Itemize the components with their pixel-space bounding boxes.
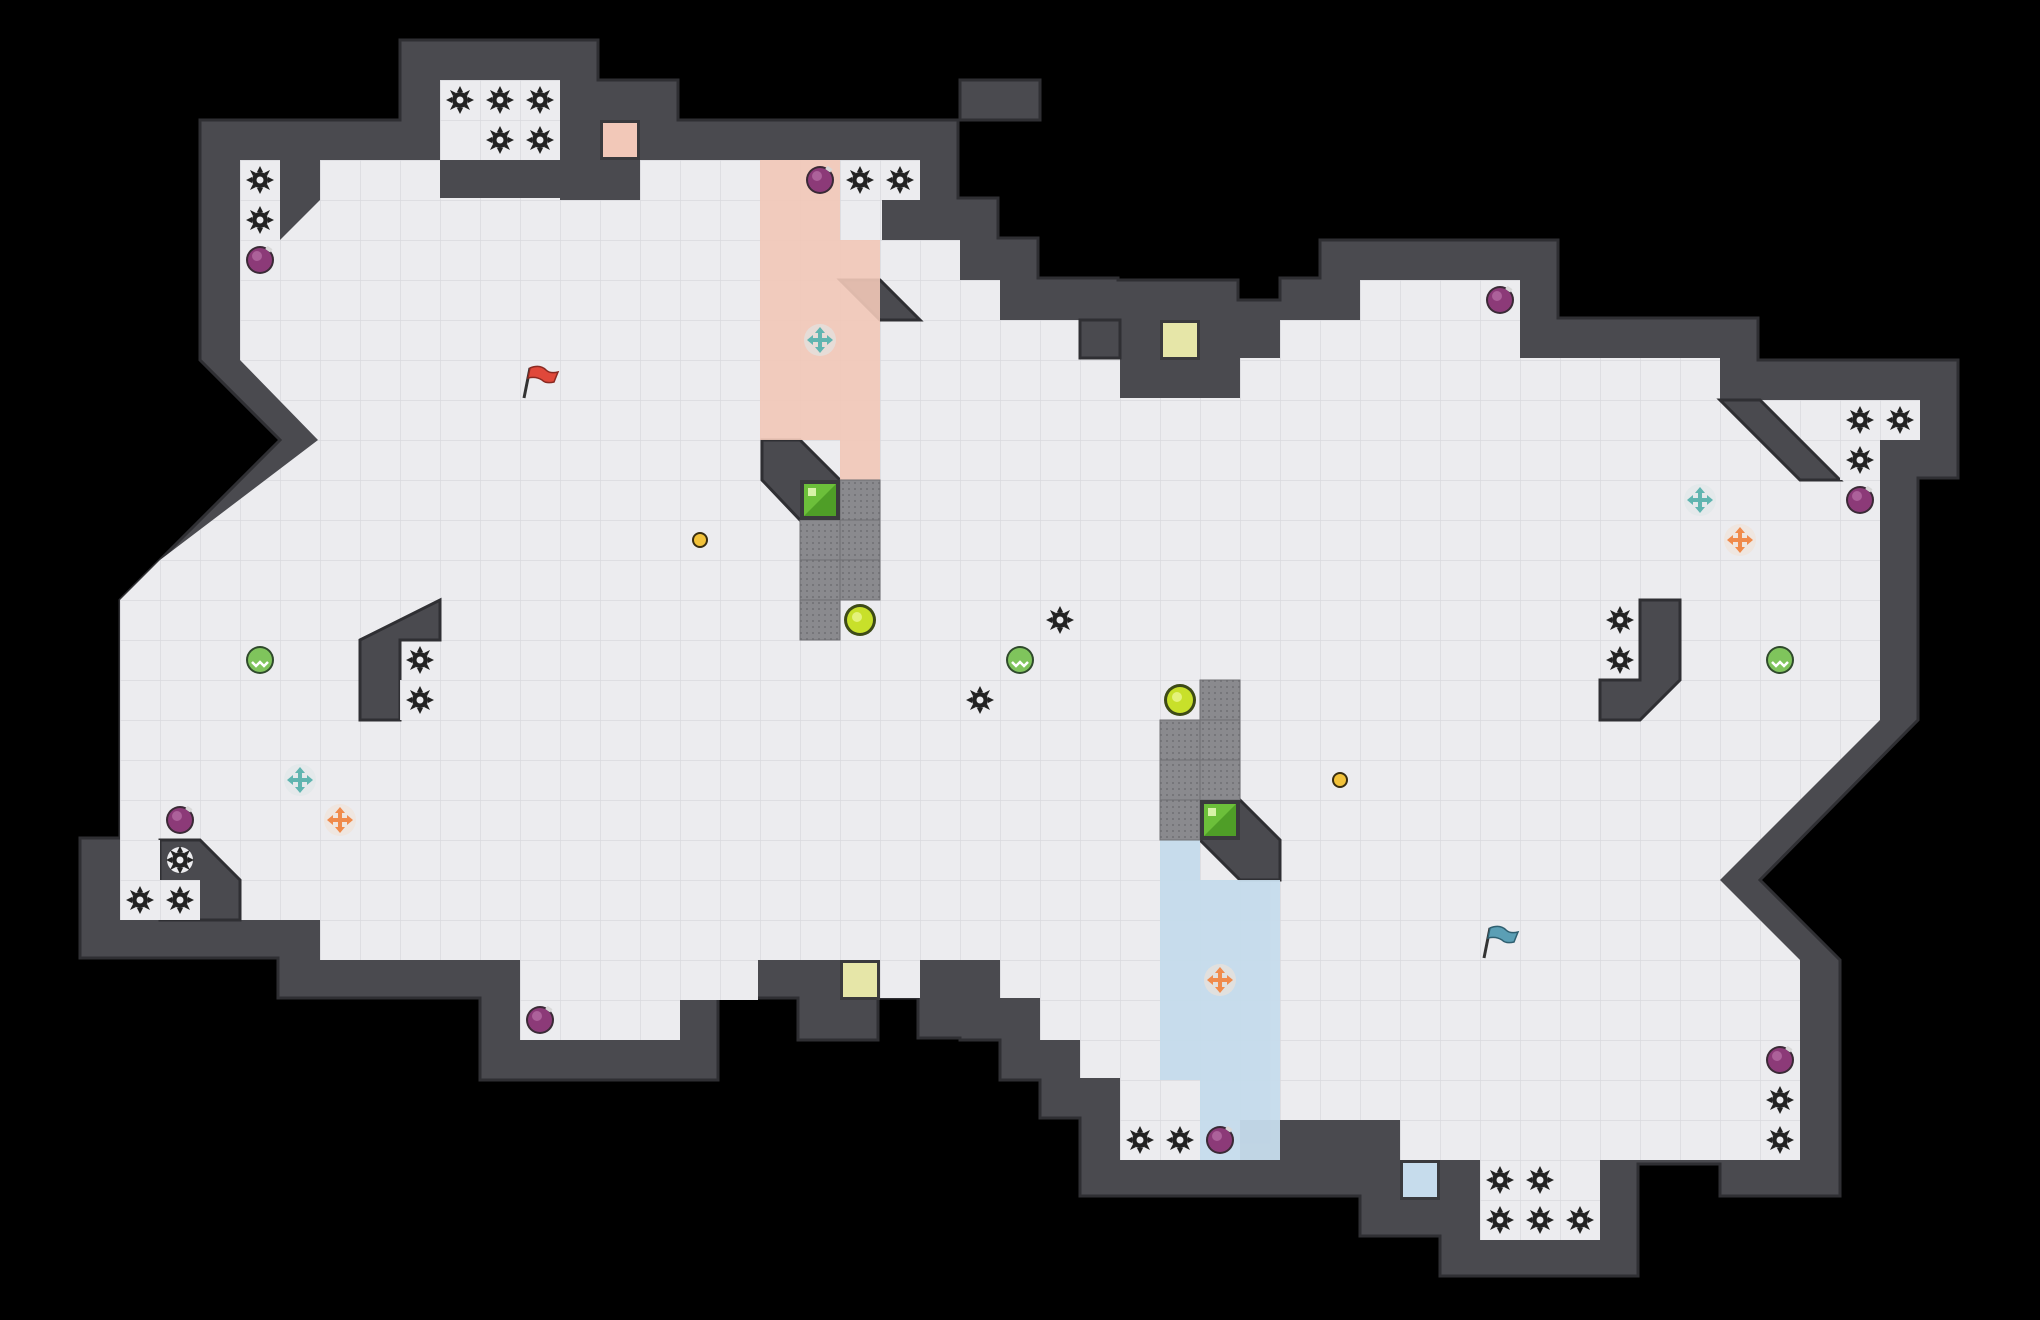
team-boost-tile [800, 480, 840, 520]
blue-team-zone [1160, 840, 1440, 1200]
buttons [600, 120, 1440, 1200]
map-floor [120, 80, 1880, 1200]
gate-tiles [799, 479, 1241, 841]
team-boost-tile [1200, 800, 1240, 840]
red-flag-icon [522, 365, 560, 399]
blue-flag-icon [1482, 925, 1520, 959]
